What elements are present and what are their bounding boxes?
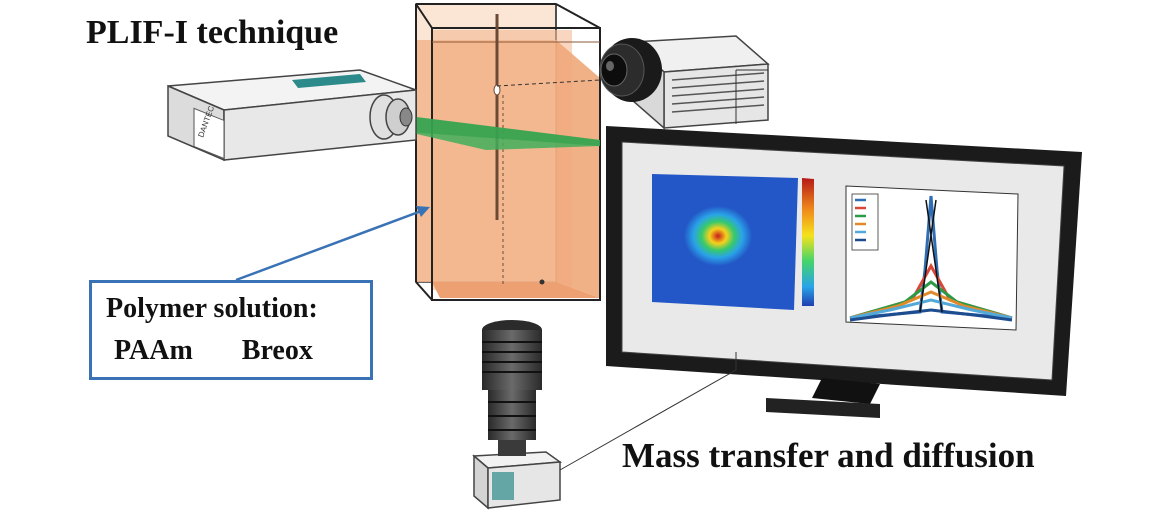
laser-device-icon: DANTEC (167, 69, 417, 162)
callout-arrow (235, 206, 430, 282)
polymer-callout-box: Polymer solution: PAAm Breox (89, 280, 373, 380)
colorbar (802, 178, 814, 306)
polymer-solution-label: Polymer solution: (106, 293, 318, 324)
cable-bottom-camera (559, 352, 737, 471)
technique-title: PLIF-I technique (86, 14, 339, 51)
fluid-tank (415, 3, 601, 301)
concentration-spot (684, 206, 752, 266)
result-title: Mass transfer and diffusion (622, 436, 1035, 475)
polymer-paam-label: PAAm (114, 335, 193, 366)
camera-bottom-icon (472, 320, 563, 510)
polymer-types: PAAm Breox (114, 335, 313, 367)
camera-top-icon (496, 35, 770, 130)
polymer-breox-label: Breox (241, 335, 313, 366)
monitor-icon (606, 69, 1082, 418)
profile-plot (845, 185, 1019, 331)
